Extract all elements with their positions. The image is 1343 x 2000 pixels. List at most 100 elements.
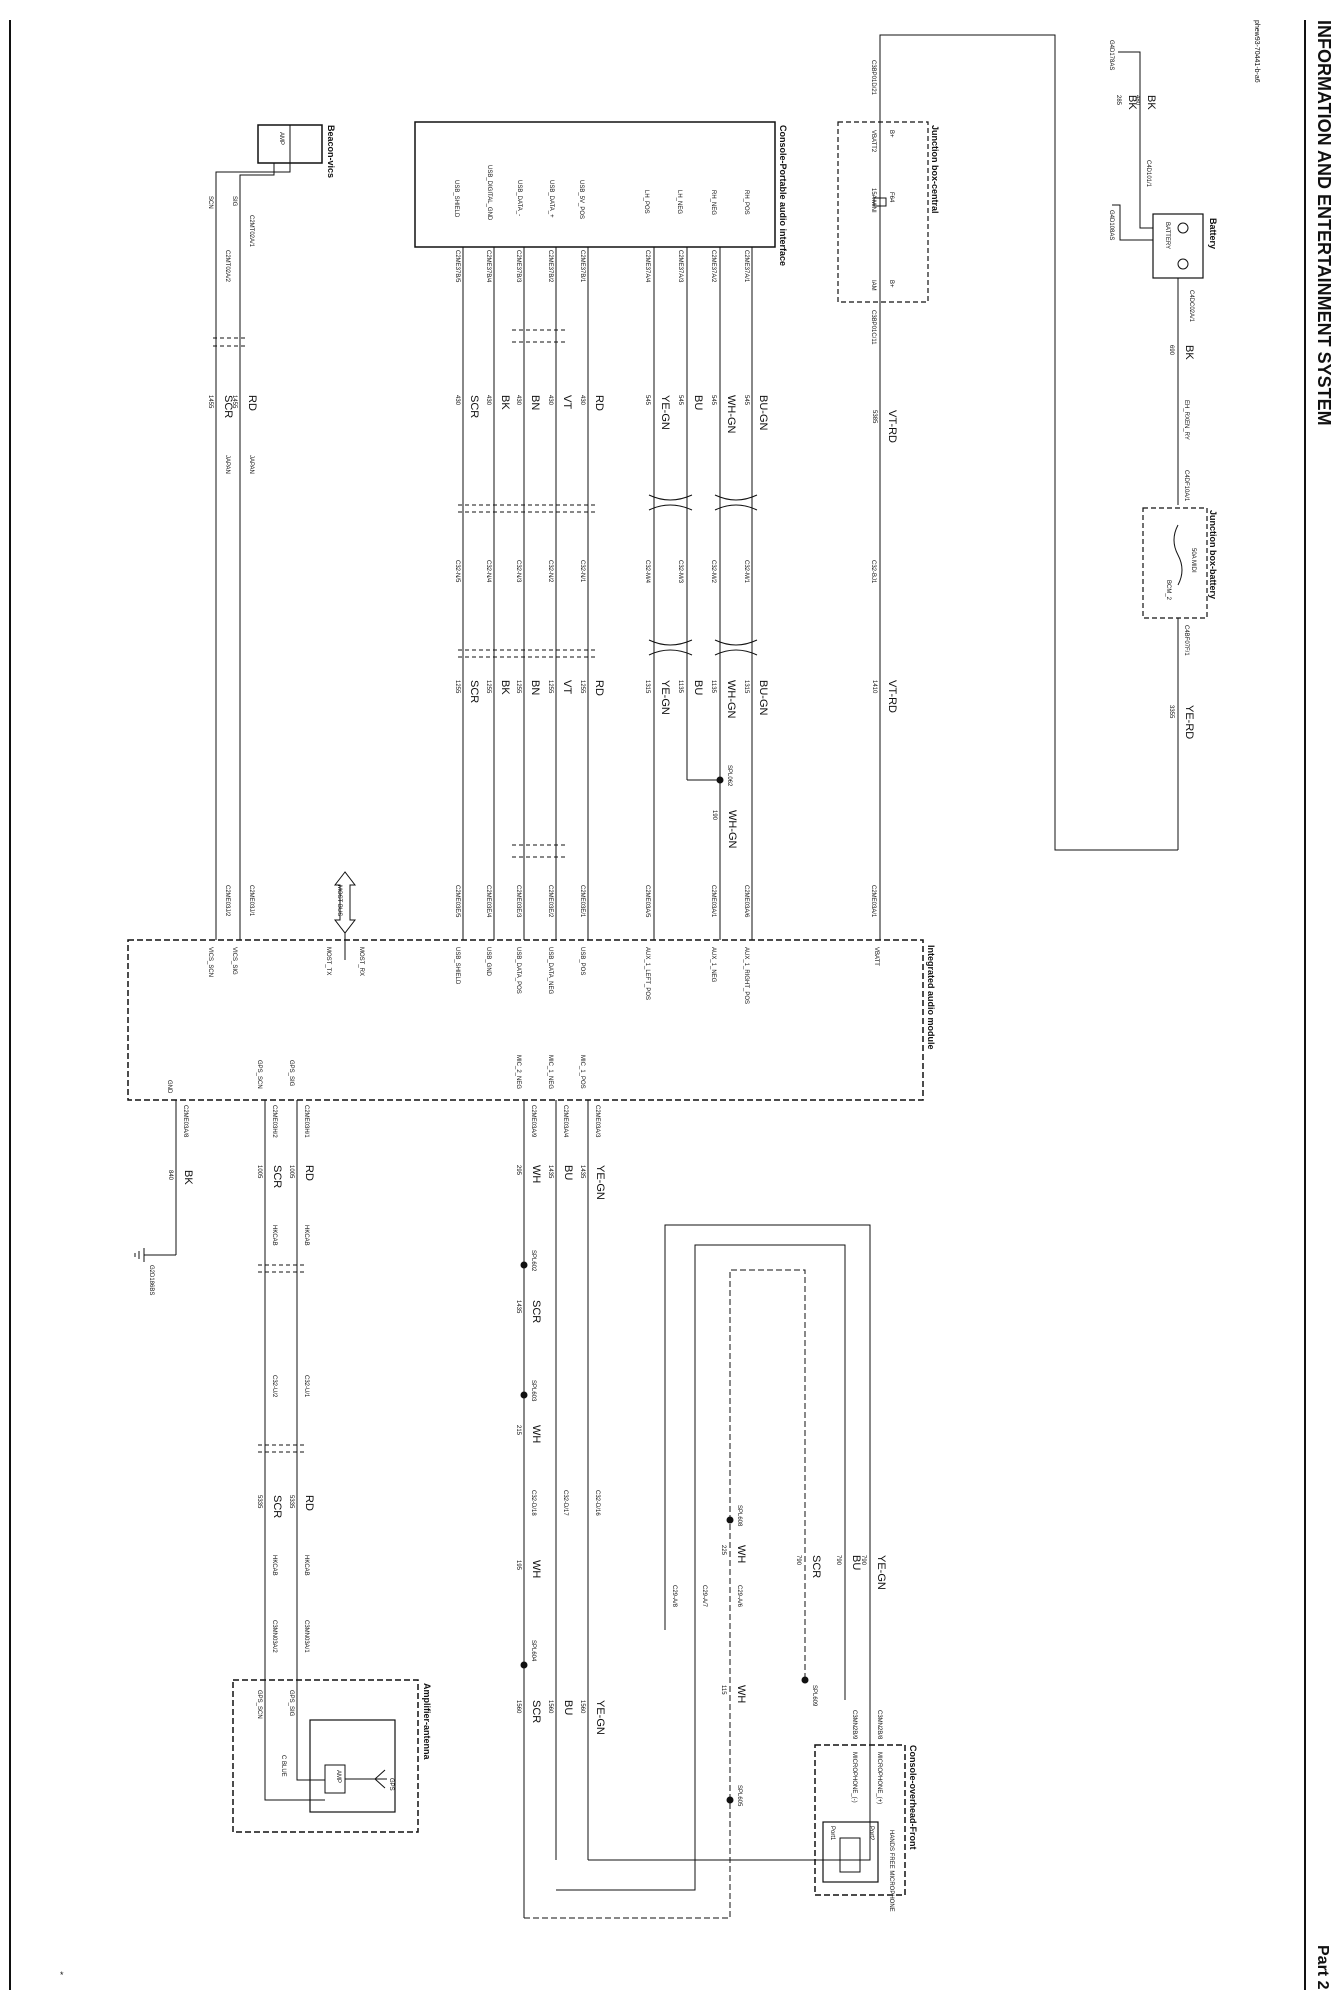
aux-mid-4: C32-M/4	[644, 560, 650, 584]
spl608: SPL608	[736, 1505, 742, 1527]
end-color-2: BU	[562, 1700, 574, 1715]
spl604: SPL604	[530, 1640, 536, 1662]
over-color-4: WH	[735, 1545, 747, 1563]
mic-color-1: YE-GN	[594, 1165, 606, 1200]
usb-c2-2: 1255	[547, 680, 553, 694]
wire-ye-rd: YE-RD	[1183, 705, 1195, 739]
mic-conn-1: C2ME03A/3	[594, 1105, 600, 1138]
aux-mid-3: C32-M/3	[677, 560, 683, 584]
c32d-16: C32-D/16	[594, 1490, 600, 1516]
end-code-3: 1560	[515, 1700, 521, 1714]
amp-antenna-name: Amplifier-antenna	[422, 1683, 432, 1761]
pin-lh-neg: LH_NEG	[676, 190, 682, 214]
usb-color-5a: SCR	[468, 395, 480, 418]
usb-color-3b: BN	[529, 680, 541, 695]
usb-mid-3: C32-N/3	[515, 560, 521, 583]
am-pin-usb-shield: USB_SHIELD	[454, 947, 460, 985]
gps-color-1a: RD	[303, 1165, 315, 1181]
gnd-code: 840	[167, 1170, 173, 1181]
gps-code-1b: 5335	[288, 1495, 294, 1509]
gps-conn-2: C2ME03H/2	[271, 1105, 277, 1138]
wire-bk-285: BK	[1126, 95, 1138, 110]
am-pin-gps-scn: GPS_SCN	[256, 1060, 262, 1089]
amp-antenna-box	[232, 1679, 419, 1833]
end-code-2: 1560	[547, 1700, 553, 1714]
mic-labels: C2ME03A/3 C2ME03A/4 C2ME03A/9 YE-GN 1435…	[515, 1105, 606, 1200]
code-115: 115	[720, 1685, 726, 1695]
aux-end-2: C2ME03A/1	[710, 885, 716, 918]
usb-labels: C2ME37B/1 C2ME37B/2 C2ME37B/3 C2ME37B/4 …	[454, 250, 605, 918]
am-pin-aux-r: AUX_1_RIGHT_POS	[743, 947, 749, 1004]
spl602: SPL602	[530, 1250, 536, 1272]
pin-usb-5v: USB_5V_POS	[578, 180, 584, 219]
conn-c4dc02a: C4DC02A/1	[1188, 290, 1194, 323]
vics-src-2: C2MT02A/2	[224, 250, 230, 283]
overhead-name: Console-overhead-Front	[908, 1745, 918, 1850]
gps-dashes	[258, 1264, 305, 1453]
usb-c1-1: 430	[579, 395, 585, 406]
am-pin-usb-dn: USB_DATA_NEG	[547, 947, 553, 994]
jbc-label-a: VBATT2	[870, 130, 876, 153]
aux-c2-2: 1135	[710, 680, 716, 694]
wire-wh-gn-190: WH-GN	[726, 810, 738, 849]
wh-215: WH	[530, 1425, 542, 1443]
vics-code-1: 1455	[231, 395, 237, 409]
battery-symbol: BATTERY	[1164, 222, 1170, 249]
gps-code-1a: 1005	[288, 1165, 294, 1179]
am-pin-mic1-pos: MIC_1_POS	[579, 1055, 585, 1089]
ground-g4d178as: G4D178AS	[1108, 40, 1114, 70]
wire-5385: 5385	[871, 410, 877, 424]
wire-vt-rd-1: VT-RD	[886, 410, 898, 443]
wh-195: WH	[530, 1560, 542, 1578]
vics-cable-1: JAPAN	[248, 455, 254, 474]
gps-mid-1: C32-U/1	[303, 1375, 309, 1398]
jbc-pin-b: B+	[888, 280, 894, 288]
pin-usb-gnd: USB_DIGITAL_GND	[486, 165, 492, 221]
gnd-conn: C2ME03A/8	[182, 1105, 188, 1138]
wire-1410: 1410	[871, 680, 877, 694]
aux-c2-1: 1315	[743, 680, 749, 694]
beacon-name: Beacon-vics	[326, 125, 336, 178]
aux-end-1: C2ME03A/6	[743, 885, 749, 918]
aux-color-4a: YE-GN	[659, 395, 671, 430]
aux-c1-1: 545	[743, 395, 749, 406]
conn-c32-bj1: C32-BJ1	[870, 560, 876, 584]
mic-conn-2: C2ME03A/4	[562, 1105, 568, 1138]
c32d-18: C32-D/18	[530, 1490, 536, 1516]
usb-c2-1: 1255	[579, 680, 585, 694]
conn-vbatt-end: C2ME03A/1	[870, 885, 876, 918]
gps-code-2b: 5335	[256, 1495, 262, 1509]
over-code-2: 790	[835, 1555, 841, 1566]
page-part: Part 2	[1314, 1945, 1331, 1990]
spl062: SPL062	[726, 765, 732, 787]
conn-c4df10a: C4DF10A/1	[1183, 470, 1189, 502]
mic-code-3: 295	[515, 1165, 521, 1176]
am-pin-vics-scn: VICS_SCN	[207, 947, 213, 977]
over-color-2: BU	[850, 1555, 862, 1570]
page-title: INFORMATION AND ENTERTAINMENT SYSTEM	[1314, 20, 1334, 426]
am-pin-gps-sig: GPS_SIG	[288, 1060, 294, 1087]
am-pin-mic1-neg: MIC_1_NEG	[547, 1055, 553, 1089]
vics-end-1: C2ME03J/1	[248, 885, 254, 917]
scr-1435: SCR	[530, 1300, 542, 1323]
beacon-amp: AMP	[278, 132, 284, 145]
mic-code-1: 1435	[579, 1165, 585, 1179]
gps-color-2b: SCR	[271, 1495, 283, 1518]
aux-color-2b: WH-GN	[725, 680, 737, 719]
vics-color-2: SCR	[222, 395, 234, 418]
end-code-1: 1560	[579, 1700, 585, 1714]
conn-c3bp01c: C3BP01C/11	[870, 310, 876, 345]
usb-end-4: C2ME03E/4	[485, 885, 491, 918]
wh-115: WH	[735, 1685, 747, 1703]
eh-label: EH_RXEN_RY	[1183, 400, 1189, 440]
am-pin-usb-gnd: USB_GND	[485, 947, 491, 977]
end-color-3: SCR	[530, 1700, 542, 1723]
spl605: SPL605	[736, 1785, 742, 1807]
usb-end-3: C2ME03E/3	[515, 885, 521, 918]
usb-color-3a: BN	[529, 395, 541, 410]
c3mn2b-9: C3MN2B/9	[851, 1710, 857, 1740]
spl609: SPL609	[811, 1685, 817, 1707]
usb-src-2: C2ME37B/2	[547, 250, 553, 283]
gps-end-1: C3MN03A/1	[303, 1620, 309, 1653]
